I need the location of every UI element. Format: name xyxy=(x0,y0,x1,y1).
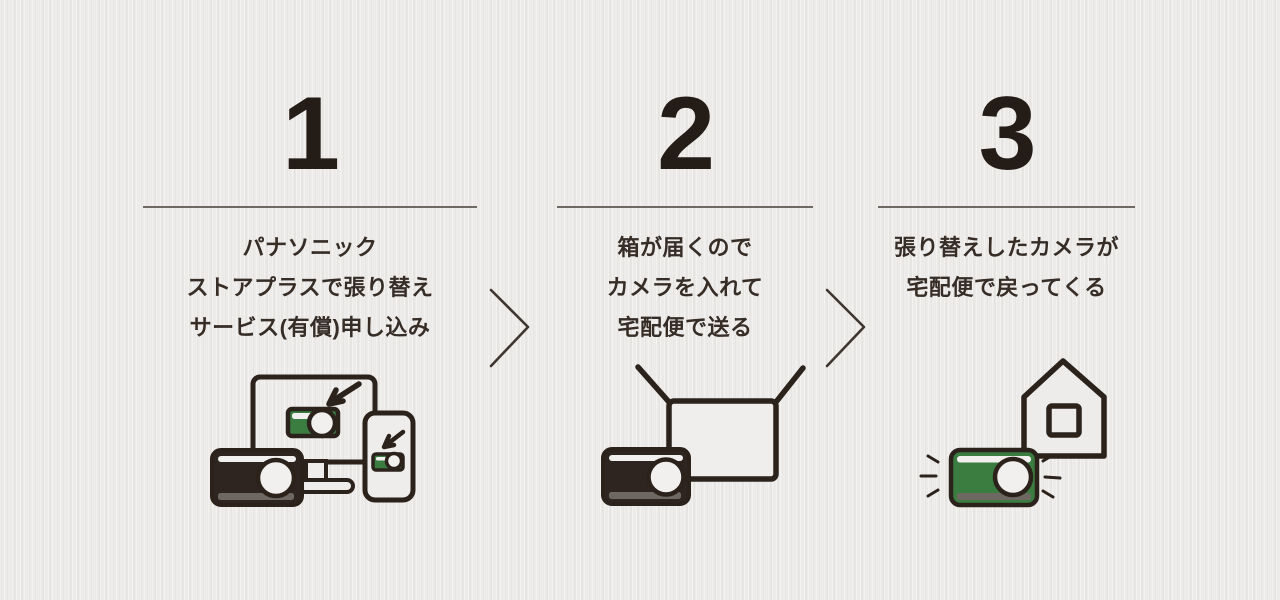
house-icon xyxy=(1021,358,1107,459)
description-line: 箱が届くので xyxy=(617,235,753,260)
description-line: サービス(有償)申し込み xyxy=(189,315,431,340)
shipping-box-camera-illustration xyxy=(601,364,806,506)
house-camera-return-illustration xyxy=(919,358,1107,508)
description-line: パナソニック xyxy=(242,235,378,260)
description-line: ストアプラスで張り替え xyxy=(186,275,434,300)
step-description: 張り替えしたカメラが 宅配便で戻ってくる xyxy=(878,228,1135,308)
description-line: カメラを入れて xyxy=(606,275,764,300)
chevron-right-icon xyxy=(489,288,530,368)
description-line: 張り替えしたカメラが xyxy=(893,235,1119,260)
sparkle-lines-icon xyxy=(919,453,1062,499)
step-2: 2 箱が届くので カメラを入れて 宅配便で送る xyxy=(557,0,813,600)
step-number: 3 xyxy=(978,76,1037,192)
step-divider xyxy=(143,206,477,208)
step-description: パナソニック ストアプラスで張り替え サービス(有償)申し込み xyxy=(143,228,477,348)
open-box-icon xyxy=(635,364,806,482)
step-description: 箱が届くので カメラを入れて 宅配便で送る xyxy=(557,228,813,348)
camera-icon xyxy=(601,447,691,506)
smartphone-icon xyxy=(362,410,416,503)
chevron-right-icon xyxy=(825,288,866,368)
description-line: 宅配便で送る xyxy=(617,315,753,340)
description-line: 宅配便で戻ってくる xyxy=(906,275,1107,300)
camera-on-screen-icon xyxy=(285,381,362,439)
pc-smartphone-camera-illustration xyxy=(210,374,416,507)
camera-icon xyxy=(210,448,304,507)
step-number: 2 xyxy=(657,76,715,192)
step-divider xyxy=(878,206,1135,208)
step-3: 3 張り替えしたカメラが 宅配便で戻ってくる xyxy=(878,0,1135,600)
step-divider xyxy=(557,206,813,208)
green-camera-icon xyxy=(948,447,1040,508)
step-1: 1 パナソニック ストアプラスで張り替え サービス(有償)申し込み xyxy=(143,0,477,600)
step-number: 1 xyxy=(282,76,340,192)
